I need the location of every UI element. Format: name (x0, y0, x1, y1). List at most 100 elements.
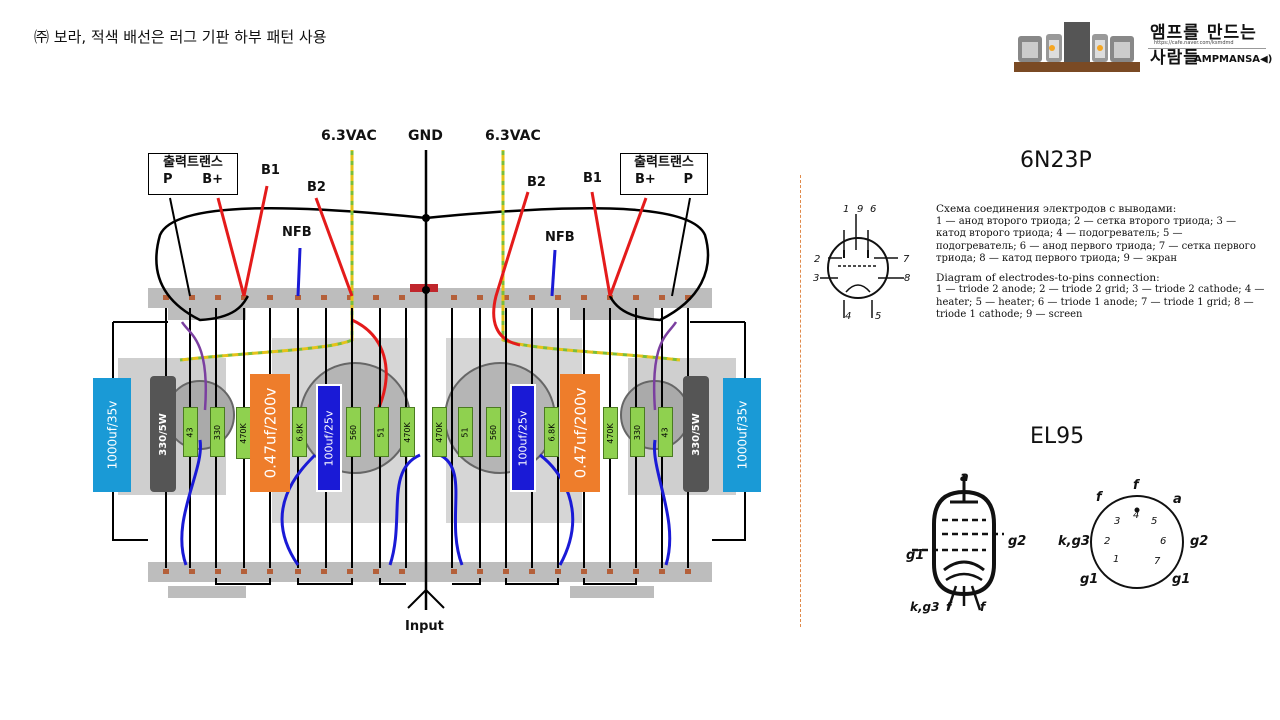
tube2-base-pin-6: 6 (1160, 536, 1167, 547)
res-470k-right-label: 470K (606, 422, 616, 444)
res-330-left: 330 (210, 407, 225, 457)
tube1-pin-diagram (820, 214, 904, 318)
brand-divider (1148, 48, 1266, 49)
ot-left-title: 출력트랜스 (163, 155, 223, 170)
res-330-5w-left-label: 330/5W (157, 412, 169, 456)
res-470k-input-left-label: 470K (403, 421, 413, 443)
res-330-5w-left: 330/5W (150, 376, 176, 492)
tube2-sym-a: a (960, 470, 969, 485)
res-51-right: 51 (458, 407, 473, 457)
heater-wire-right (501, 150, 681, 362)
blue-wire-left (180, 439, 421, 566)
res-6.8k-right: 6.8K (544, 407, 559, 457)
tube2-sym-g1: g1 (906, 548, 925, 563)
tube2-base-kg3: k,g3 (1058, 534, 1090, 549)
tube2-base-pin-5: 5 (1151, 516, 1158, 527)
res-560-right: 560 (486, 407, 501, 457)
tube2-base-a: a (1173, 492, 1182, 507)
ot-left-bplus: B+ (202, 172, 223, 187)
cap-film-right-label: 0.47uf/200v (571, 387, 589, 479)
lug-strip-bottom-ext-right (570, 586, 654, 598)
tube2-base-g2: g2 (1190, 534, 1209, 549)
res-51-left-label: 51 (377, 426, 386, 438)
res-560-right-label: 560 (489, 424, 498, 440)
tube1-pin-4: 4 (845, 311, 852, 322)
ot-right-bplus: B+ (635, 172, 656, 187)
tube2-symbol (912, 474, 1004, 611)
tube1-pin-5: 5 (875, 311, 882, 322)
res-43-left: 43 (183, 407, 198, 457)
tube1-pin-7: 7 (903, 254, 910, 265)
res-330-right-label: 330 (633, 424, 642, 440)
ot-left-p: P (163, 172, 173, 187)
tube1-pin-description: Схема соединения электродов с выводами: … (936, 203, 1266, 322)
res-330-5w-right-label: 330/5W (690, 412, 702, 456)
tube2-title: EL95 (1030, 424, 1085, 449)
ot-right-p: P (683, 172, 693, 187)
tube1-en-heading: Diagram of electrodes-to-pins connection… (936, 271, 1160, 284)
brand-name: AMPMANSA◀) (1194, 54, 1273, 65)
label-nfb-right: NFB (545, 230, 575, 245)
blue-wire-right (439, 439, 672, 566)
lug-strip-bottom (148, 562, 712, 582)
label-b1-right: B1 (583, 171, 602, 186)
res-560-left: 560 (346, 407, 361, 457)
label-b2-left: B2 (307, 180, 326, 195)
res-51-left: 51 (374, 407, 389, 457)
res-43-right-label: 43 (661, 426, 670, 438)
cap-1000uf-left: 1000uf/35v (93, 378, 131, 492)
tube2-sym-kg3: k,g3 (910, 600, 940, 614)
label-input: Input (405, 619, 444, 634)
tube1-pin-9: 9 (857, 204, 864, 215)
label-6.3vac-right: 6.3VAC (485, 128, 541, 144)
lug-strip-top (148, 288, 712, 308)
tube2-base-g1-right: g1 (1172, 572, 1191, 587)
res-470k-input-left: 470K (400, 407, 415, 457)
res-470k-left-label: 470K (239, 422, 249, 444)
b1-right-wire (590, 191, 612, 297)
res-6.8k-left: 6.8K (292, 407, 307, 457)
res-470k-input-right-label: 470K (435, 421, 445, 443)
wiring-note: ㈜ 보라, 적색 배선은 러그 기판 하부 패턴 사용 (34, 28, 327, 46)
tube2-base-pin-7: 7 (1154, 556, 1161, 567)
tube2-base-f-tl: f (1096, 490, 1102, 505)
brand-title: 앰프를 만드는 사람들 (1150, 23, 1257, 68)
b1-left-wire (242, 185, 269, 297)
section-divider (800, 175, 801, 627)
cap-elec-left-label: 100uf/25v (322, 409, 336, 467)
tube1-title: 6N23P (1020, 148, 1092, 173)
ot-right-p-wire (671, 197, 691, 297)
wiring-diagram (112, 150, 746, 610)
label-b1-left: B1 (261, 163, 280, 178)
ampmansa-logo (1012, 16, 1142, 72)
purple-wire-right (652, 321, 678, 411)
cap-film-left: 0.47uf/200v (250, 374, 290, 492)
tube2-base-pin-3: 3 (1114, 516, 1121, 527)
ot-right-title: 출력트랜스 (634, 155, 694, 170)
tube2-base-pin-2: 2 (1104, 536, 1111, 547)
cap-1000uf-right: 1000uf/35v (723, 378, 761, 492)
cap-film-left-label: 0.47uf/200v (261, 387, 279, 479)
res-6.8k-right-label: 6.8K (547, 423, 556, 441)
gnd-loop (155, 150, 710, 610)
cap-1000uf-right-label: 1000uf/35v (735, 400, 750, 470)
output-transformer-left: 출력트랜스 P B+ (148, 153, 238, 195)
tube2-base-g1-left: g1 (1080, 572, 1099, 587)
cap-elec-right: 100uf/25v (510, 384, 536, 492)
b2-left-wire (314, 197, 388, 411)
purple-wire-left (180, 321, 208, 411)
b-plus-right-wire (608, 197, 648, 297)
res-330-5w-right: 330/5W (683, 376, 709, 492)
label-6.3vac-left: 6.3VAC (321, 128, 377, 144)
res-330-right: 330 (630, 407, 645, 457)
tube2-base-diagram (1090, 495, 1184, 589)
tube1-en-body: 1 — triode 2 anode; 2 — triode 2 grid; 3… (936, 284, 1265, 320)
label-nfb-left: NFB (282, 225, 312, 240)
lug-pegs (163, 295, 691, 574)
tube2-base-pin-1: 1 (1113, 554, 1120, 565)
tube1-ru-body: 1 — анод второго триода; 2 — сетка второ… (936, 215, 1256, 265)
res-470k-left: 470K (236, 407, 251, 459)
tube1-pin-6: 6 (870, 204, 877, 215)
tube2-base-pin-4: 4 (1133, 510, 1140, 521)
nfb-right-wire (550, 249, 557, 297)
